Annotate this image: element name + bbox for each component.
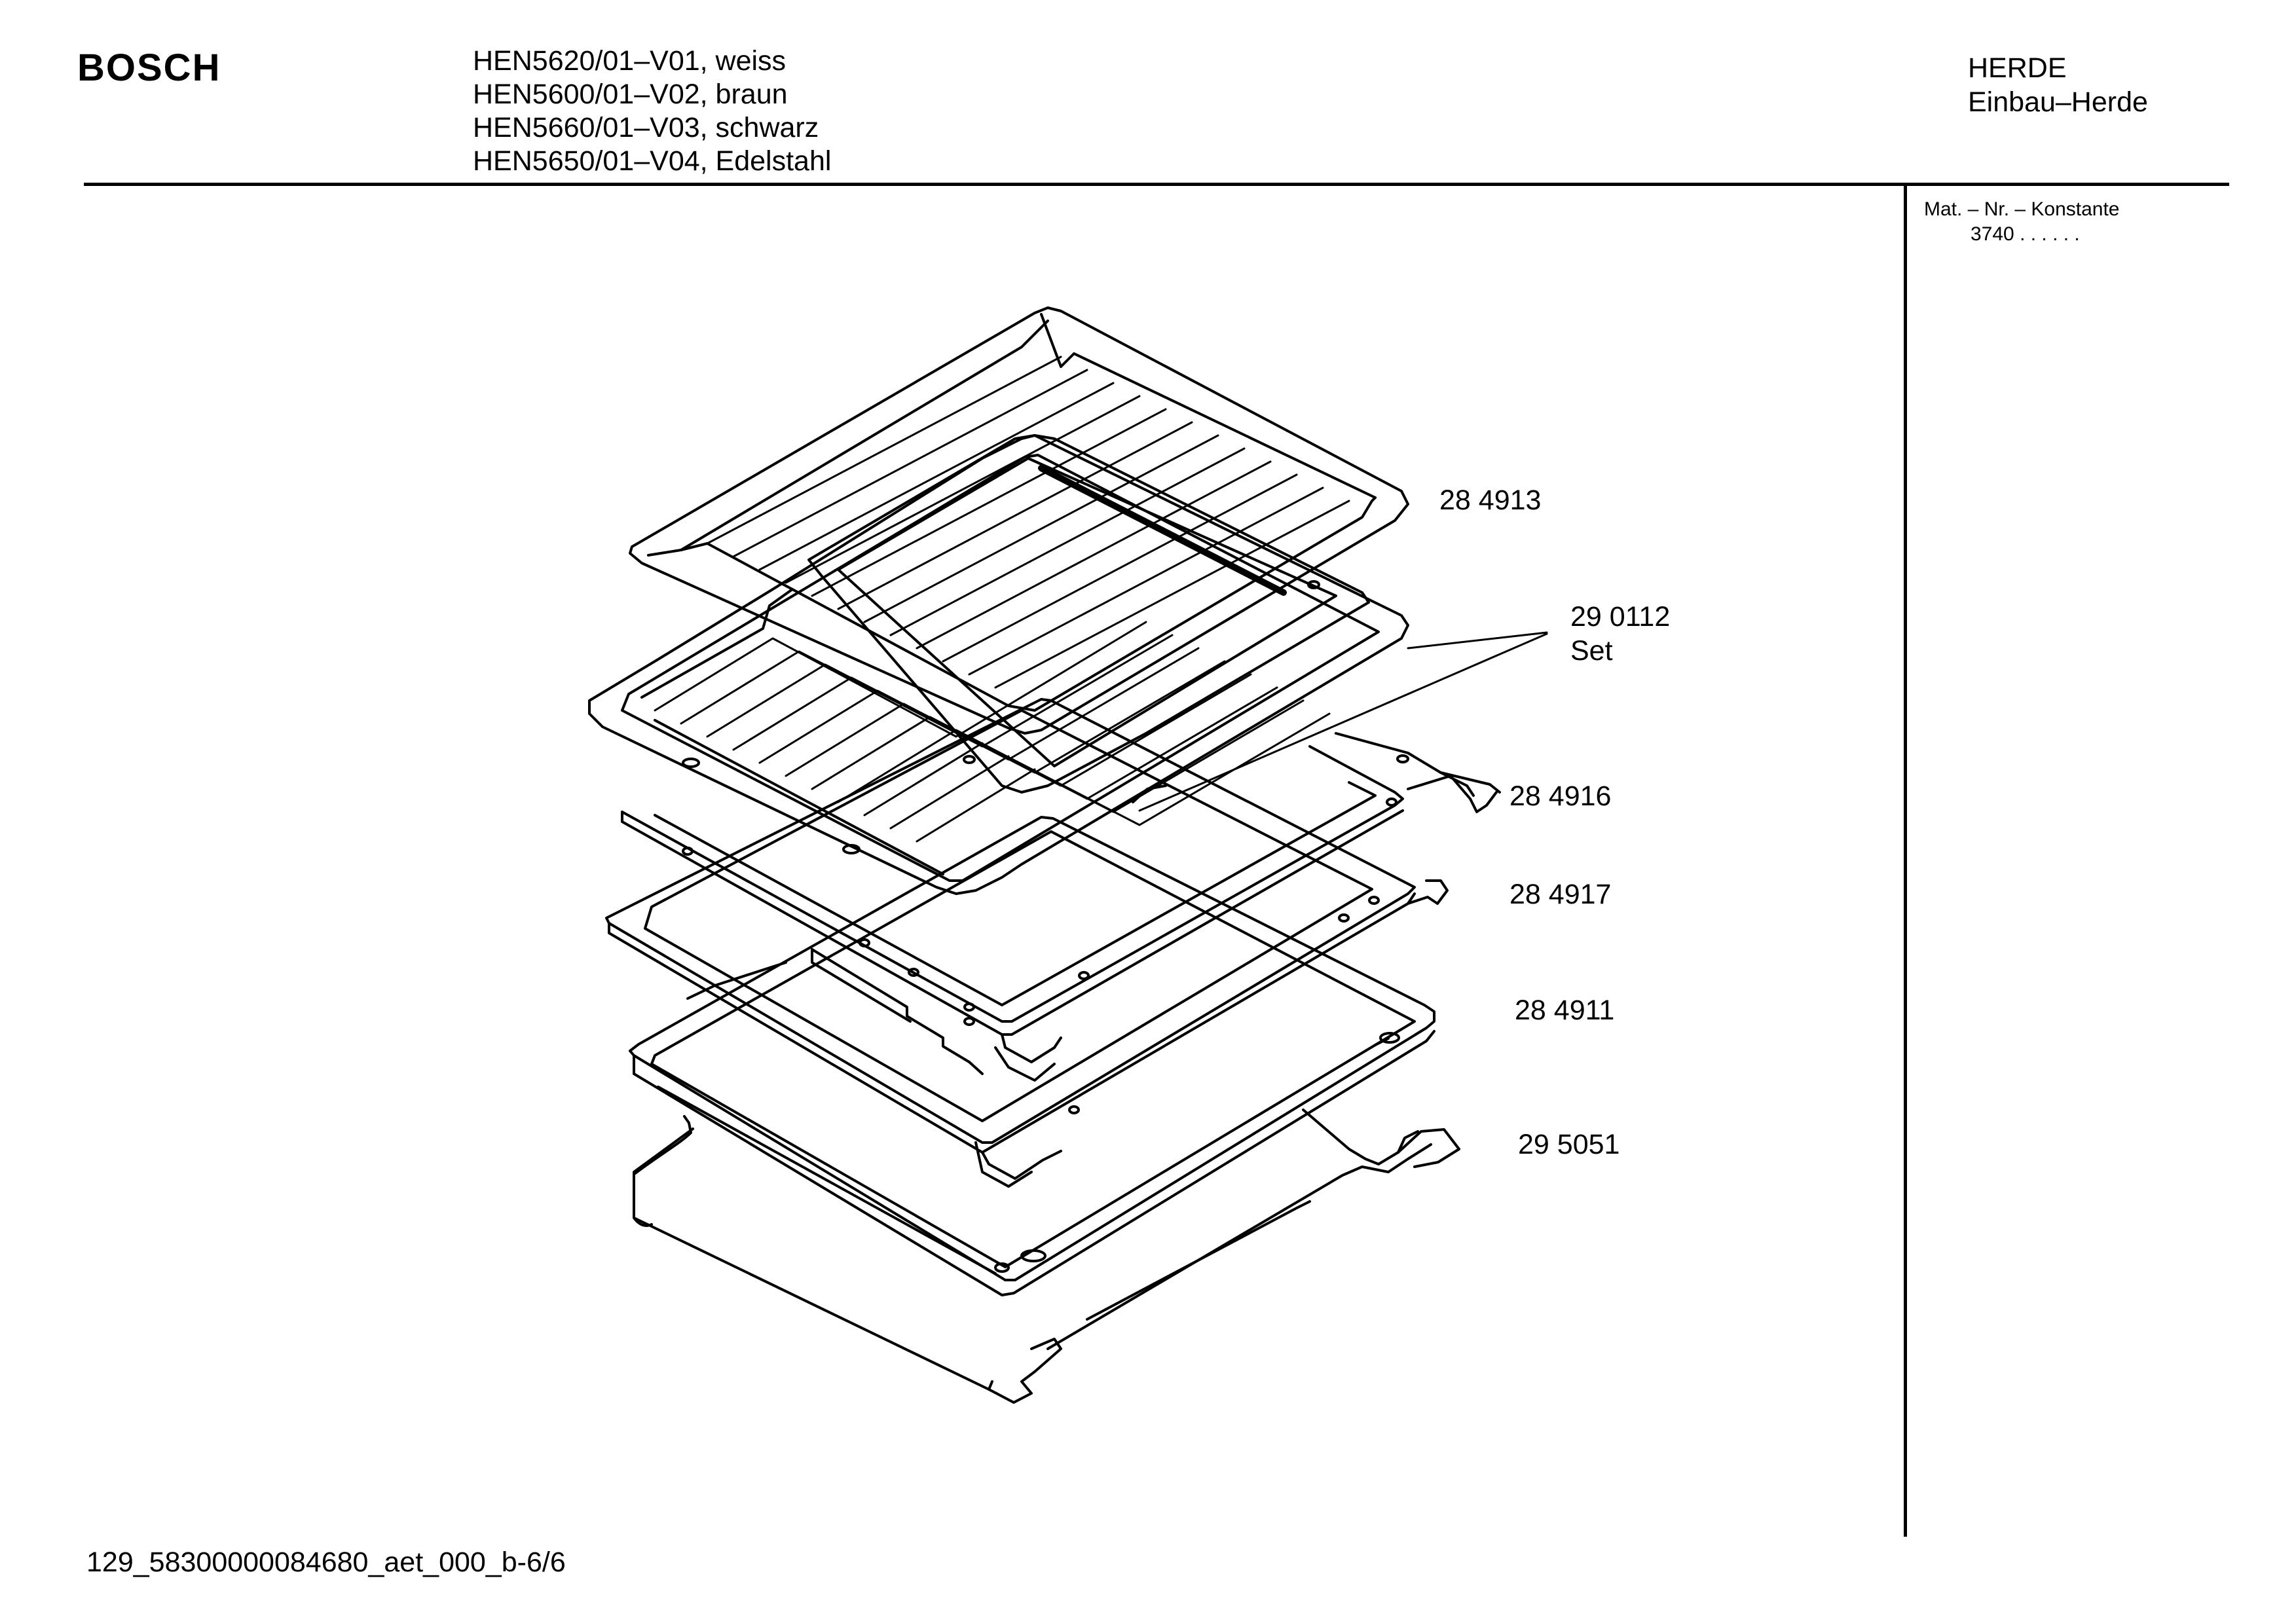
brand-logo: BOSCH: [77, 46, 221, 89]
part-label-rack-guide: 28 4916: [1509, 780, 1612, 812]
category-block: HERDE Einbau–Herde: [1968, 51, 2148, 119]
part-note: Set: [1570, 635, 1613, 667]
part-bottom-sheet: [633, 1108, 1460, 1404]
sidebar-divider: [1904, 185, 1907, 1537]
part-grill-rack: [629, 306, 1409, 794]
part-label-baking-tray-set: 29 0112 Set: [1570, 600, 1670, 668]
model-line: HEN5600/01–V02, braun: [473, 79, 788, 110]
header-divider: [84, 183, 2229, 186]
part-label-bottom-tray: 28 4911: [1515, 995, 1615, 1026]
part-bottom-tray: [629, 816, 1435, 1296]
category-title: HERDE: [1968, 52, 2067, 84]
model-list: HEN5620/01–V01, weiss HEN5600/01–V02, br…: [473, 45, 831, 178]
part-label-middle-rack: 28 4917: [1509, 879, 1612, 910]
part-rack-guide: [621, 732, 1501, 1082]
model-line: HEN5660/01–V03, schwarz: [473, 112, 819, 143]
part-baking-tray-set: [588, 434, 1409, 895]
model-line: HEN5650/01–V04, Edelstahl: [473, 145, 832, 177]
part-middle-rack: [605, 698, 1449, 1188]
leader-lines: [1138, 631, 1548, 812]
material-number-code: 3740 . . . . . .: [1971, 223, 2080, 245]
model-line: HEN5620/01–V01, weiss: [473, 45, 787, 77]
part-number: 29 0112: [1570, 601, 1671, 632]
part-label-grill-rack: 28 4913: [1439, 485, 1542, 516]
part-label-bottom-sheet: 29 5051: [1518, 1129, 1620, 1160]
material-number-title: Mat. – Nr. – Konstante: [1924, 198, 2120, 220]
document-id: 129_58300000084680_aet_000_b-6/6: [86, 1547, 566, 1578]
category-subtitle: Einbau–Herde: [1968, 86, 2148, 118]
